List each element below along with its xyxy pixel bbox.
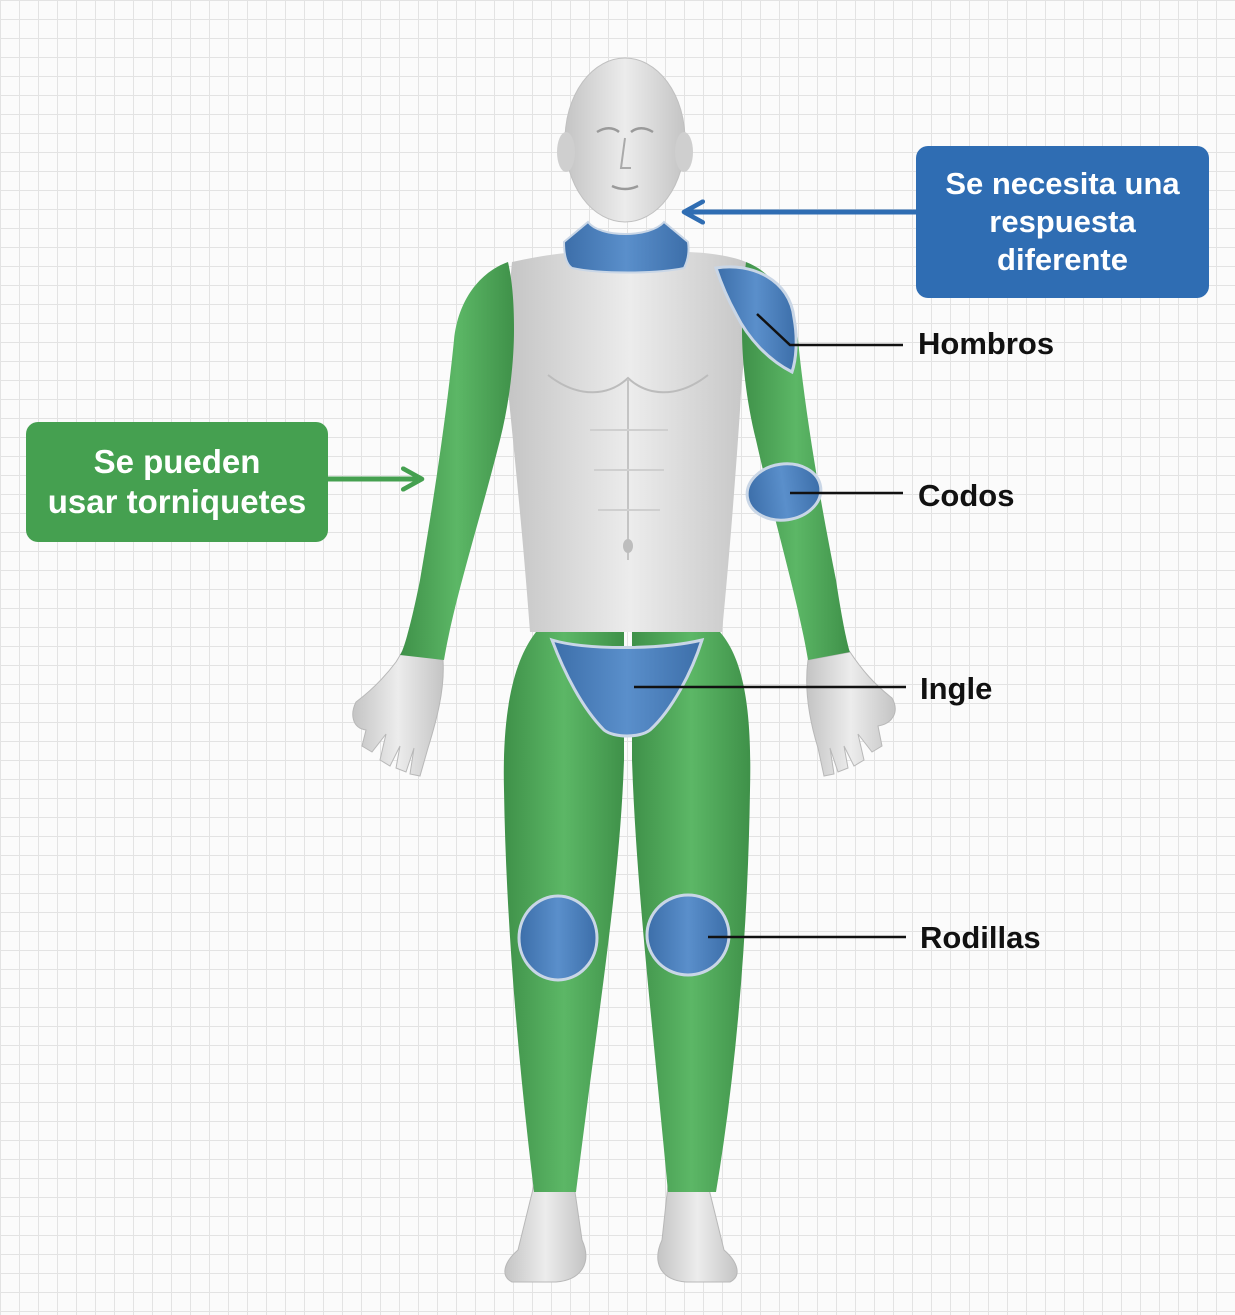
shoulders-label: Hombros xyxy=(918,328,1054,359)
tourniquet-callout: Se pueden usar torniquetes xyxy=(26,422,328,542)
left-arm-green xyxy=(400,262,514,660)
right-hand xyxy=(807,652,895,776)
torso xyxy=(506,252,754,632)
right-ear xyxy=(675,132,693,172)
left-hand xyxy=(353,652,443,776)
tourniquet-callout-line2: usar torniquetes xyxy=(48,482,307,522)
junctional-callout-line1: Se necesita una xyxy=(945,165,1179,203)
knees-label: Rodillas xyxy=(920,922,1041,953)
left-ear xyxy=(557,132,575,172)
junctional-callout-line3: diferente xyxy=(945,241,1179,279)
junctional-callout: Se necesita una respuesta diferente xyxy=(916,146,1209,298)
neck-blue xyxy=(564,222,689,273)
right-foot xyxy=(658,1185,737,1282)
elbows-label: Codos xyxy=(918,480,1014,511)
right-knee-blue xyxy=(647,895,729,975)
navel xyxy=(623,539,633,553)
junctional-callout-line2: respuesta xyxy=(945,203,1179,241)
left-knee-blue xyxy=(519,896,597,980)
tourniquet-callout-line1: Se pueden xyxy=(48,442,307,482)
left-foot xyxy=(505,1185,586,1282)
groin-label: Ingle xyxy=(920,673,992,704)
